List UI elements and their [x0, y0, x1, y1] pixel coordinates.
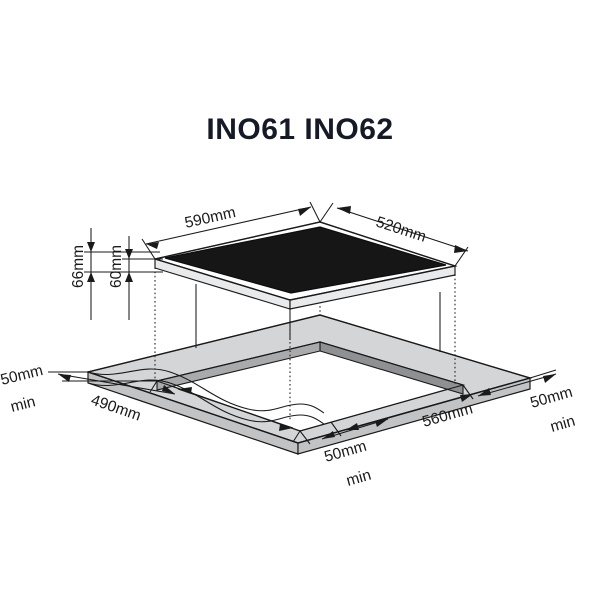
hob-glass-surface [164, 226, 447, 294]
dim-line-50R [477, 373, 557, 397]
ext-line-490-left [149, 380, 158, 393]
arrow-50F-left [322, 431, 335, 439]
dim-label-60mm: 60mm [108, 245, 125, 288]
break-line-upper [87, 368, 325, 414]
worktop-outline [85, 314, 533, 444]
arrow-50R-left [478, 388, 491, 396]
ext-line-560-left [330, 421, 342, 437]
dim-line-50L [57, 373, 176, 395]
dim-line-520 [336, 207, 469, 252]
ext-line-590-right [309, 201, 321, 223]
arrow-50L-right [162, 385, 175, 394]
dim-50mm-min-right: 50mm min [462, 369, 577, 436]
ext-line-490-right [292, 430, 301, 443]
dim-label-50mm-front-min: min [344, 467, 373, 490]
arrow-66-bottom [87, 272, 95, 282]
dim-line-560 [345, 393, 474, 431]
arrow-590-right [298, 207, 311, 216]
arrow-490-right [279, 424, 293, 431]
page-title: INO61 INO62 [206, 113, 393, 146]
arrow-60-top [125, 249, 133, 259]
dim-line-490 [177, 388, 294, 429]
arrow-520-left [337, 206, 351, 214]
arrow-560-left [346, 423, 359, 430]
arrow-520-right [454, 245, 468, 253]
ext-line-520-left [319, 202, 334, 223]
dim-line-590 [145, 206, 312, 245]
ext-line-590-left [141, 238, 156, 260]
ext-line-50F-left [299, 430, 311, 445]
arrow-560-right [460, 394, 473, 402]
arrow-66-top [87, 242, 95, 252]
ext-line-50R-inner [462, 384, 474, 400]
ext-line-50R-outer [529, 369, 557, 379]
hob-assembly [152, 221, 458, 310]
arrow-50R-right [543, 374, 556, 383]
dim-60mm: 60mm [108, 236, 163, 320]
arrow-490-left [178, 387, 192, 394]
arrow-50L-left [58, 374, 71, 382]
dim-label-50mm-left-min: min [9, 393, 37, 416]
arrow-60-bottom [125, 272, 133, 282]
dim-66mm: 66mm [70, 228, 160, 320]
dim-label-66mm: 66mm [70, 245, 87, 288]
arrow-590-left [146, 242, 159, 249]
dim-label-50mm-right-min: min [548, 413, 577, 436]
